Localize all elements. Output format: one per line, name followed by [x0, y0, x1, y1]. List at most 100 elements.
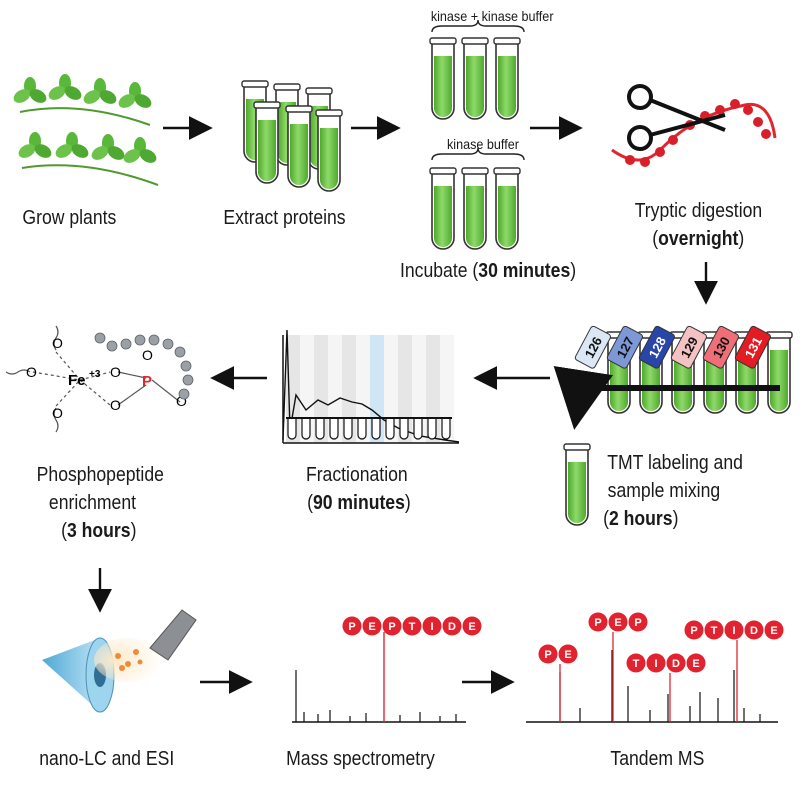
- fraction-tube: [315, 419, 325, 440]
- phosphopeptide-chemistry: O O O Fe +3 O O P O O: [5, 325, 194, 433]
- tmt-labeling-line1: TMT labeling and: [607, 452, 743, 474]
- peptide-letter: P: [388, 621, 395, 633]
- fraction-band: [412, 335, 426, 443]
- peptide-bead: [666, 653, 686, 673]
- peptide-letter: D: [672, 658, 680, 670]
- fraction-band: [314, 335, 328, 443]
- peptide-bead: [724, 620, 744, 640]
- iron-charge-label: +3: [89, 369, 101, 380]
- peptide-bead: [558, 644, 578, 664]
- tryptic-digestion-illustration: [611, 84, 777, 167]
- oxygen-label-3: O: [26, 364, 37, 380]
- peptide-bead: [442, 616, 462, 636]
- peptide-letter: T: [409, 621, 416, 633]
- peptide-bead: [684, 620, 704, 640]
- peptide-bead: [382, 616, 402, 636]
- peptide-letter: E: [770, 625, 777, 637]
- peptide-letter: E: [468, 621, 475, 633]
- nano-lc-esi-label: nano-LC and ESI: [39, 748, 175, 770]
- peptide-letter: E: [564, 649, 571, 661]
- iron-label: Fe: [68, 372, 86, 389]
- peptide-letter: E: [368, 621, 375, 633]
- tryptic-digestion-label: Tryptic digestion: [634, 200, 763, 222]
- peptide-bead: [626, 653, 646, 673]
- oxygen-label-7: O: [176, 393, 187, 409]
- mass-spectrometry-label: Mass spectrometry: [286, 748, 435, 770]
- tmt-labeling-time: (2 hours): [603, 508, 679, 530]
- peptide-letter: E: [614, 617, 621, 629]
- peptide-letter: E: [692, 658, 699, 670]
- fraction-tube: [329, 419, 339, 440]
- extract-proteins-label: Extract proteins: [223, 207, 346, 229]
- peptide-letter: I: [732, 625, 735, 637]
- peptide-letter: P: [594, 617, 601, 629]
- incubate-label: Incubate (30 minutes): [400, 260, 577, 282]
- phosphopeptide-line2: enrichment: [48, 492, 137, 514]
- tmt-tag-126: 126: [574, 325, 611, 369]
- fraction-band: [356, 335, 370, 443]
- peptide-bead: [764, 620, 784, 640]
- fraction-tube: [385, 419, 395, 440]
- fraction-tube: [413, 419, 423, 440]
- oxygen-label-1: O: [52, 335, 63, 351]
- oxygen-label-5: O: [110, 397, 121, 413]
- kinase-tubes-top: [429, 19, 525, 120]
- peptide-letter: P: [634, 617, 641, 629]
- peptide-letter: P: [690, 625, 697, 637]
- phosphorus-label: P: [142, 373, 152, 390]
- phosphopeptide-time: (3 hours): [61, 520, 137, 542]
- fraction-tube: [371, 419, 381, 440]
- fraction-band: [398, 335, 412, 443]
- peptide-bead: [588, 612, 608, 632]
- fraction-tube: [357, 419, 367, 440]
- fraction-tube: [301, 419, 311, 440]
- fraction-tube: [441, 419, 451, 440]
- fraction-tube: [343, 419, 353, 440]
- peptide-bead: [402, 616, 422, 636]
- peptide-bead: [422, 616, 442, 636]
- oxygen-label-6: O: [142, 347, 153, 363]
- fractionation-time: (90 minutes): [307, 492, 411, 514]
- peptide-bead: [744, 620, 764, 640]
- kinase-tubes-bottom: [429, 147, 525, 250]
- peptide-letter: I: [654, 658, 657, 670]
- peptide-bead: [362, 616, 382, 636]
- peptide-bead: [342, 616, 362, 636]
- peptide-letter: D: [750, 625, 758, 637]
- peptide-bead: [686, 653, 706, 673]
- fraction-tube: [399, 419, 409, 440]
- peptide-bead: [462, 616, 482, 636]
- phosphopeptide-line1: Phosphopeptide: [36, 464, 164, 486]
- fraction-band: [440, 335, 454, 443]
- peptide-bead: [646, 653, 666, 673]
- tmt-tag-127: 127: [606, 325, 643, 369]
- peptide-letter: I: [430, 621, 433, 633]
- peptide-bead: [608, 612, 628, 632]
- tmt-labeling-line2: sample mixing: [607, 480, 721, 502]
- kinase-buffer-bottom-label: kinase buffer: [446, 136, 519, 152]
- oxygen-label-4: O: [110, 364, 121, 380]
- tmt-tag-131: 131: [734, 325, 771, 369]
- tmt-tag-128: 128: [638, 325, 675, 369]
- fraction-band: [426, 335, 440, 443]
- peptide-letter: T: [633, 658, 640, 670]
- nano-lc-esi-illustration: [42, 609, 197, 713]
- peptide-bead: [628, 612, 648, 632]
- tmt-tag-130: 130: [702, 325, 739, 369]
- fraction-band: [342, 335, 356, 443]
- peptide-bead: [704, 620, 724, 640]
- oxygen-label-2: O: [52, 405, 63, 421]
- fraction-tube: [287, 419, 297, 440]
- fractionation-chromatogram: [282, 329, 460, 445]
- plants-illustration: [11, 74, 159, 186]
- grow-plants-label: Grow plants: [22, 207, 117, 229]
- peptide-letter: P: [544, 649, 551, 661]
- tryptic-digestion-time: (overnight): [652, 228, 745, 250]
- peptide-letter: T: [711, 625, 718, 637]
- peptide-bead: [538, 644, 558, 664]
